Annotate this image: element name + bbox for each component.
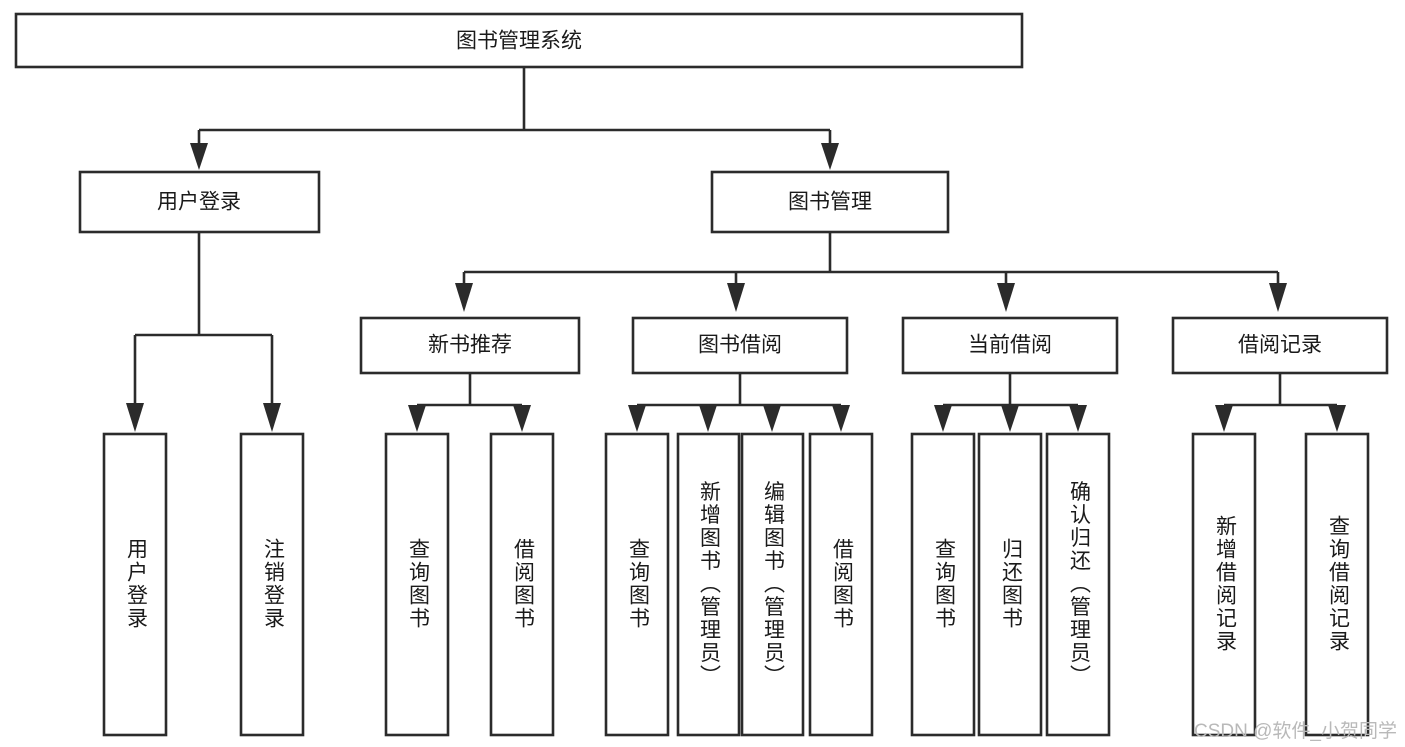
node-leaf-user-login-label: 用户登录 <box>124 538 148 630</box>
arrowhead-leaf-query-book-1 <box>408 405 426 432</box>
node-book-borrow-box[interactable] <box>631 316 849 375</box>
arrowhead-leaf-query-record <box>1328 405 1346 432</box>
node-leaf-return-book-label: 归还图书 <box>999 538 1023 630</box>
node-leaf-edit-book-label: 编辑图书（管理员） <box>761 481 785 688</box>
node-leaf-user-login[interactable]: 用户登录 <box>102 432 168 737</box>
node-book-manage-label: 图书管理 <box>788 191 872 214</box>
node-leaf-return-book-box[interactable] <box>977 432 1043 737</box>
node-leaf-logout-label: 注销登录 <box>261 538 285 630</box>
node-leaf-borrow-book-2-box[interactable] <box>808 432 874 737</box>
arrowhead-leaf-logout <box>263 403 281 432</box>
node-leaf-logout[interactable]: 注销登录 <box>239 432 305 737</box>
node-new-book-rec-box[interactable] <box>359 316 581 375</box>
arrowhead-book-manage <box>821 143 839 170</box>
node-leaf-add-book[interactable]: 新增图书（管理员） <box>676 432 741 737</box>
node-leaf-add-record-box[interactable] <box>1191 432 1257 737</box>
connector-layer <box>126 67 1346 432</box>
node-user-login[interactable]: 用户登录 <box>78 170 321 234</box>
arrowhead-user-login <box>190 143 208 170</box>
arrowhead-leaf-borrow-book-1 <box>513 405 531 432</box>
node-leaf-query-record-box[interactable] <box>1304 432 1370 737</box>
node-leaf-query-book-3-label: 查询图书 <box>932 538 956 630</box>
arrowhead-leaf-add-book <box>699 405 717 432</box>
node-book-borrow-label: 图书借阅 <box>698 334 782 357</box>
node-leaf-user-login-box[interactable] <box>102 432 168 737</box>
node-leaf-add-record-label: 新增借阅记录 <box>1213 515 1237 653</box>
node-leaf-borrow-book-1[interactable]: 借阅图书 <box>489 432 555 737</box>
node-leaf-query-book-1-box[interactable] <box>384 432 450 737</box>
node-leaf-add-record[interactable]: 新增借阅记录 <box>1191 432 1257 737</box>
node-borrow-record[interactable]: 借阅记录 <box>1171 316 1389 375</box>
node-leaf-edit-book-box[interactable] <box>740 432 805 737</box>
node-leaf-confirm-return-box[interactable] <box>1045 432 1111 737</box>
arrowhead-leaf-query-book-2 <box>628 405 646 432</box>
node-leaf-logout-box[interactable] <box>239 432 305 737</box>
arrowhead-leaf-add-record <box>1215 405 1233 432</box>
node-current-borrow-label: 当前借阅 <box>968 334 1052 357</box>
node-book-borrow[interactable]: 图书借阅 <box>631 316 849 375</box>
arrowhead-current-borrow <box>997 283 1015 312</box>
node-leaf-borrow-book-1-label: 借阅图书 <box>511 538 535 630</box>
arrowhead-leaf-query-book-3 <box>934 405 952 432</box>
node-root[interactable]: 图书管理系统 <box>14 12 1024 69</box>
node-leaf-confirm-return-label: 确认归还（管理员） <box>1067 481 1091 688</box>
arrowhead-leaf-return-book <box>1001 405 1019 432</box>
node-leaf-query-record[interactable]: 查询借阅记录 <box>1304 432 1370 737</box>
node-leaf-query-book-2-box[interactable] <box>604 432 670 737</box>
node-leaf-confirm-return[interactable]: 确认归还（管理员） <box>1045 432 1111 737</box>
node-leaf-query-book-2[interactable]: 查询图书 <box>604 432 670 737</box>
node-leaf-borrow-book-2[interactable]: 借阅图书 <box>808 432 874 737</box>
node-leaf-add-book-box[interactable] <box>676 432 741 737</box>
node-book-manage[interactable]: 图书管理 <box>710 170 950 234</box>
node-borrow-record-label: 借阅记录 <box>1238 334 1322 357</box>
node-leaf-query-book-1-label: 查询图书 <box>406 538 430 630</box>
node-new-book-rec[interactable]: 新书推荐 <box>359 316 581 375</box>
node-leaf-query-book-2-label: 查询图书 <box>626 538 650 630</box>
node-new-book-rec-label: 新书推荐 <box>428 334 512 357</box>
arrowhead-leaf-user-login <box>126 403 144 432</box>
node-leaf-borrow-book-1-box[interactable] <box>489 432 555 737</box>
node-leaf-query-book-1[interactable]: 查询图书 <box>384 432 450 737</box>
arrowhead-leaf-confirm-return <box>1069 405 1087 432</box>
arrowhead-borrow-record <box>1269 283 1287 312</box>
node-leaf-edit-book[interactable]: 编辑图书（管理员） <box>740 432 805 737</box>
node-user-login-box[interactable] <box>78 170 321 234</box>
node-root-label: 图书管理系统 <box>456 30 582 53</box>
node-current-borrow-box[interactable] <box>901 316 1119 375</box>
node-leaf-return-book[interactable]: 归还图书 <box>977 432 1043 737</box>
node-user-login-label: 用户登录 <box>157 191 241 214</box>
node-root-box[interactable] <box>14 12 1024 69</box>
node-leaf-borrow-book-2-label: 借阅图书 <box>830 538 854 630</box>
arrowhead-leaf-borrow-book-2 <box>832 405 850 432</box>
node-current-borrow[interactable]: 当前借阅 <box>901 316 1119 375</box>
arrowhead-leaf-edit-book <box>763 405 781 432</box>
arrowhead-book-borrow <box>727 283 745 312</box>
node-leaf-query-book-3[interactable]: 查询图书 <box>910 432 976 737</box>
node-leaf-query-record-label: 查询借阅记录 <box>1326 515 1350 653</box>
node-borrow-record-box[interactable] <box>1171 316 1389 375</box>
arrowhead-new-book-rec <box>455 283 473 312</box>
node-book-manage-box[interactable] <box>710 170 950 234</box>
node-leaf-query-book-3-box[interactable] <box>910 432 976 737</box>
node-leaf-add-book-label: 新增图书（管理员） <box>697 481 721 688</box>
